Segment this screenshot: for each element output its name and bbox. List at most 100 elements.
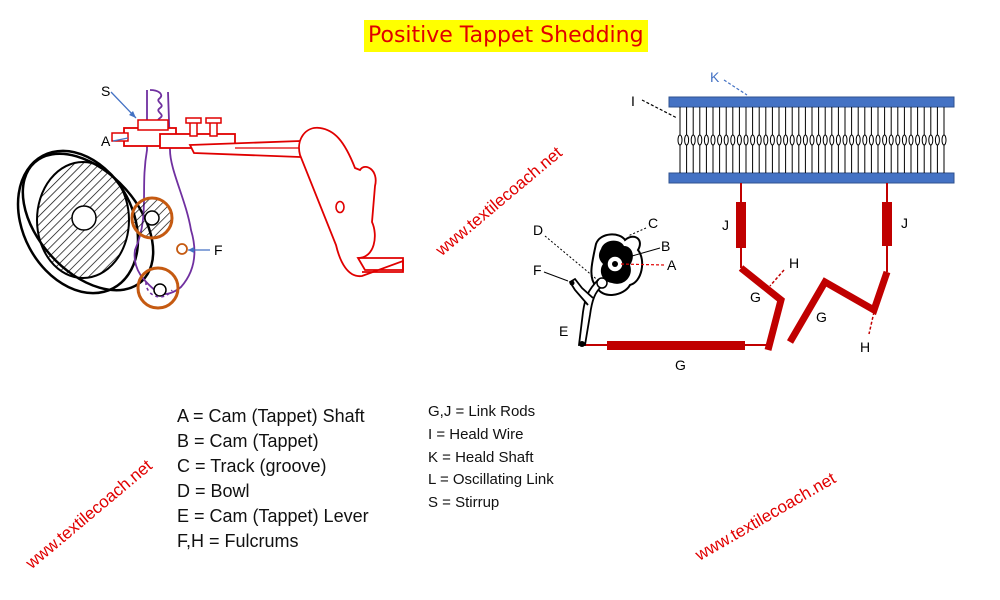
heald-eye xyxy=(915,134,921,146)
oscillating-plate xyxy=(298,127,404,277)
label-h-right: H xyxy=(860,339,870,355)
left-mechanism: S A F xyxy=(16,83,404,310)
heald-eye xyxy=(941,134,947,146)
adjusting-screw-a xyxy=(111,132,129,142)
lower-bowl-center xyxy=(153,283,167,297)
heald-eye xyxy=(802,134,808,146)
heald-eye xyxy=(928,134,934,146)
leader-c xyxy=(627,227,647,237)
cam-shaft-dot xyxy=(612,261,618,267)
heald-eye xyxy=(862,134,868,146)
cam-shaft-circle xyxy=(71,205,97,231)
heald-eye xyxy=(690,134,696,146)
heald-eye xyxy=(835,134,841,146)
heald-eye xyxy=(769,134,775,146)
heald-eye xyxy=(783,134,789,146)
legend-item: C = Track (groove) xyxy=(177,456,327,476)
heald-eye xyxy=(868,134,874,146)
legend-item: K = Heald Shaft xyxy=(428,448,534,466)
rod-j-left xyxy=(736,202,746,248)
heald-eye xyxy=(730,134,736,146)
label-b: B xyxy=(661,238,670,254)
legend-item: E = Cam (Tappet) Lever xyxy=(177,506,369,526)
leader-k xyxy=(723,79,748,96)
plate-rod xyxy=(358,257,404,273)
leader-f-right xyxy=(543,271,569,282)
heald-eye xyxy=(677,134,683,146)
legend-item: A = Cam (Tappet) Shaft xyxy=(177,406,365,426)
bolt-right xyxy=(209,121,218,137)
leader-b xyxy=(631,247,661,257)
arrow-s-head xyxy=(129,111,136,118)
heald-eye xyxy=(842,134,848,146)
heald-eye xyxy=(776,134,782,146)
bolt-left-head xyxy=(185,117,202,124)
label-a-left: A xyxy=(101,133,111,149)
legend-item: G,J = Link Rods xyxy=(428,403,536,420)
heald-eye xyxy=(908,134,914,146)
label-g-left: G xyxy=(750,289,761,305)
heald-eye xyxy=(763,134,769,146)
label-j-left: J xyxy=(722,217,729,233)
heald-eye xyxy=(934,134,940,146)
label-g-mid: G xyxy=(816,309,827,325)
heald-eye xyxy=(756,134,762,146)
label-s: S xyxy=(101,83,110,99)
lower-bowl-track xyxy=(145,281,173,298)
stirrup-cap xyxy=(137,119,169,131)
label-k: K xyxy=(710,69,720,85)
bowl-d xyxy=(596,277,608,289)
lower-bowl xyxy=(136,266,180,310)
heald-eye xyxy=(921,134,927,146)
heald-eye xyxy=(855,134,861,146)
label-f-left: F xyxy=(214,242,223,258)
fulcrum-e xyxy=(579,341,585,347)
label-a-right: A xyxy=(667,257,677,273)
legend-right: G,J = Link Rods I = Heald Wire K = Heald… xyxy=(428,401,554,515)
heald-eye xyxy=(829,134,835,146)
legend-item: F,H = Fulcrums xyxy=(177,531,299,551)
heald-shaft-bottom xyxy=(668,172,955,184)
heald-eye xyxy=(710,134,716,146)
rod-g-right xyxy=(786,270,891,344)
heald-eye xyxy=(684,134,690,146)
label-c: C xyxy=(648,215,658,231)
label-g-bottom: G xyxy=(675,357,686,373)
heald-shaft-top xyxy=(668,96,955,108)
rod-g-left xyxy=(738,265,785,351)
heald-eye xyxy=(796,134,802,146)
heald-eye xyxy=(743,134,749,146)
heald-eye xyxy=(849,134,855,146)
fulcrum-f-circle xyxy=(176,243,188,255)
legend-item: I = Heald Wire xyxy=(428,425,524,443)
label-f-right: F xyxy=(533,262,542,278)
arrow-f-head xyxy=(188,247,194,253)
rod-g-bottom xyxy=(607,341,745,350)
heald-eye xyxy=(816,134,822,146)
heald-wires xyxy=(677,107,947,173)
legend-item: B = Cam (Tappet) xyxy=(177,431,319,451)
label-j-right: J xyxy=(901,215,908,231)
arrow-a xyxy=(112,137,129,142)
bolt-right-head xyxy=(205,117,222,124)
fulcrum-f-right xyxy=(569,280,575,286)
label-e: E xyxy=(559,323,568,339)
leader-h-left xyxy=(769,269,785,287)
rod-j-right xyxy=(882,202,892,246)
label-d: D xyxy=(533,222,543,238)
plate-hole xyxy=(335,200,345,214)
heald-eye xyxy=(882,134,888,146)
heald-eye xyxy=(895,134,901,146)
heald-eye xyxy=(822,134,828,146)
heald-eye xyxy=(888,134,894,146)
legend-item: S = Stirrup xyxy=(428,494,500,512)
label-i: I xyxy=(631,93,635,109)
tappet-lever xyxy=(577,278,604,346)
heald-eye xyxy=(723,134,729,146)
diagram-title: Positive Tappet Shedding xyxy=(364,20,648,52)
legend-item: D = Bowl xyxy=(177,481,250,501)
legend-left: A = Cam (Tappet) Shaft B = Cam (Tappet) … xyxy=(177,404,369,554)
legend-item: L = Oscillating Link xyxy=(428,471,554,489)
right-mechanism: K I J J H H G G G C xyxy=(533,69,955,373)
heald-eye xyxy=(789,134,795,146)
